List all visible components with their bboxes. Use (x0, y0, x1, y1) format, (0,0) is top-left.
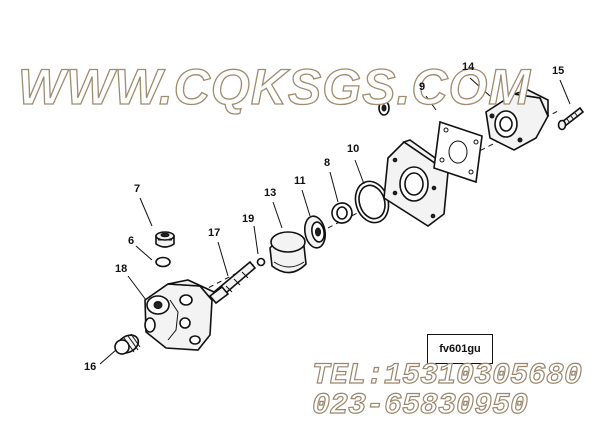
callout-7: 7 (134, 183, 141, 195)
diagram-reference-code: fv601gu (427, 334, 493, 364)
part-9-square-flange (383, 139, 454, 227)
part-7-plug (155, 231, 175, 248)
part-10-large-o-ring (354, 180, 390, 224)
leader-lines (99, 77, 571, 365)
callout-14: 14 (462, 61, 475, 73)
callout-18: 18 (115, 263, 128, 275)
part-9-small-washer (378, 100, 390, 116)
part-14-cover-housing (485, 89, 549, 151)
watermark-text: WWW.CQKSGS.COM (17, 58, 531, 115)
contact-phone: TEL:15310305680 (311, 359, 583, 393)
callout-13: 13 (264, 187, 277, 199)
part-15-bolt (557, 106, 585, 131)
part-16-knurled-cap (114, 333, 141, 355)
callout-11: 11 (294, 175, 306, 187)
part-8-washer (331, 202, 353, 224)
part-17-shaft (208, 260, 257, 305)
callout-10: 10 (347, 143, 360, 155)
part-19-ball (256, 257, 266, 267)
part-gasket-plate (433, 120, 483, 184)
part-13-cup (269, 231, 307, 274)
callout-17: 17 (208, 227, 221, 239)
callout-15: 15 (552, 65, 565, 77)
contact-phone-alt: 023-65830950 (311, 389, 529, 422)
callout-8: 8 (324, 157, 331, 169)
part-18-housing (144, 279, 215, 351)
callout-9: 9 (419, 81, 426, 93)
callout-19: 19 (242, 213, 255, 225)
part-6-o-ring (155, 256, 171, 268)
callout-6: 6 (128, 235, 135, 247)
part-11-flange-washer (303, 215, 327, 249)
callout-16: 16 (84, 361, 97, 373)
